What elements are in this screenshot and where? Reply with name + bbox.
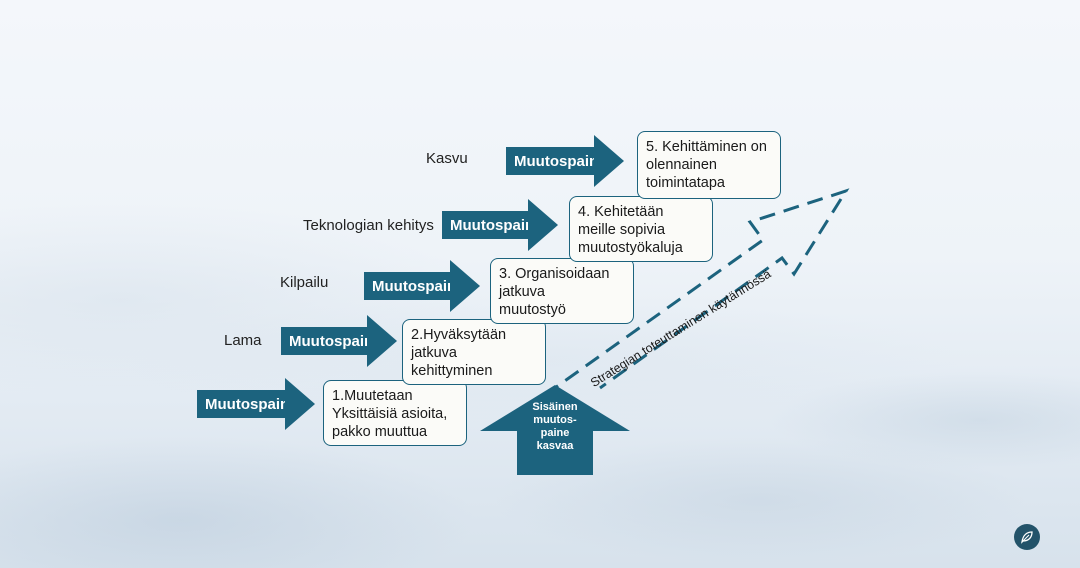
inner-pressure-arrow: Sisäinen muutos- paine kasvaa	[480, 385, 630, 475]
step-box-2: 2.Hyväksytään jatkuva kehittyminen	[402, 319, 546, 385]
driver-label-kilpailu: Kilpailu	[280, 274, 329, 291]
pressure-arrow-label: Muutospaine	[442, 211, 543, 239]
step-line: 4. Kehitetään	[578, 204, 664, 220]
pressure-arrow-5: Muutospaine	[506, 135, 624, 187]
inner-pressure-text: Sisäinen muutos- paine kasvaa	[510, 401, 600, 453]
step-box-1: 1.Muutetaan Yksittäisiä asioita, pakko m…	[323, 380, 467, 446]
step-line: olennainen	[646, 157, 717, 173]
driver-label-lama: Lama	[224, 332, 262, 349]
inner-pressure-line: Sisäinen	[532, 401, 578, 413]
step-line: 3. Organisoidaan	[499, 266, 610, 282]
step-line: 2.Hyväksytään	[411, 327, 507, 343]
pressure-arrow-label: Muutospaine	[364, 272, 465, 300]
step-line: jatkuva	[499, 284, 545, 300]
driver-label-kasvu: Kasvu	[426, 150, 468, 167]
step-line: Yksittäisiä asioita,	[332, 406, 448, 422]
arrowhead-icon	[285, 378, 315, 430]
step-box-5: 5. Kehittäminen on olennainen toimintata…	[637, 131, 781, 199]
step-box-3: 3. Organisoidaan jatkuva muutostyö	[490, 258, 634, 324]
arrowhead-icon	[528, 199, 558, 251]
step-line: pakko muuttua	[332, 424, 428, 440]
step-line: 1.Muutetaan	[332, 388, 413, 404]
pressure-arrow-2: Muutospaine	[281, 315, 397, 367]
step-line: kehittyminen	[411, 363, 493, 379]
arrowhead-icon	[367, 315, 397, 367]
arrowhead-icon	[450, 260, 480, 312]
step-line: jatkuva	[411, 345, 457, 361]
arrowhead-up-icon	[480, 385, 630, 431]
inner-pressure-line: muutos-	[533, 414, 577, 426]
arrow-body	[517, 429, 593, 475]
pressure-arrow-label: Muutospaine	[281, 327, 382, 355]
step-line: muutostyökaluja	[578, 240, 683, 256]
pressure-arrow-1: Muutospaine	[197, 378, 317, 430]
inner-pressure-line: paine	[540, 427, 570, 439]
pressure-arrow-3: Muutospaine	[364, 260, 480, 312]
driver-label-teknologia: Teknologian kehitys	[303, 217, 434, 234]
arrowhead-icon	[594, 135, 624, 187]
step-box-4: 4. Kehitetään meille sopivia muutostyöka…	[569, 196, 713, 262]
step-line: muutostyö	[499, 302, 566, 318]
leaf-icon	[1014, 524, 1040, 550]
step-line: 5. Kehittäminen on	[646, 139, 767, 155]
pressure-arrow-label: Muutospaine	[197, 390, 298, 418]
inner-pressure-line: kasvaa	[536, 440, 574, 452]
step-line: toimintatapa	[646, 175, 725, 191]
pressure-arrow-4: Muutospaine	[442, 199, 558, 251]
pressure-arrow-label: Muutospaine	[506, 147, 607, 175]
step-line: meille sopivia	[578, 222, 666, 238]
